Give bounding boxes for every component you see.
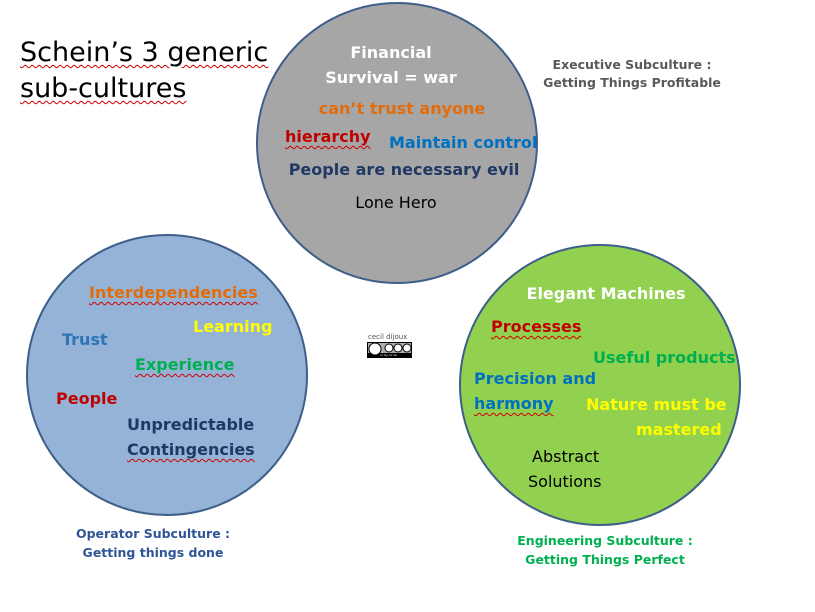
operator-item: Unpredictable — [127, 415, 255, 434]
executive-item: Lone Hero — [355, 193, 437, 212]
diagram-title-line-1: Schein’s 3 generic — [20, 37, 269, 68]
engineering-item: harmony — [474, 394, 554, 413]
executive-circle — [256, 2, 538, 284]
operator-item: Learning — [193, 317, 273, 336]
engineering-item: Precision and — [474, 369, 597, 388]
executive-item: People are necessary evil — [288, 160, 520, 179]
engineering-circle — [459, 244, 741, 526]
license-author: cecil dijoux — [368, 333, 408, 341]
diagram-title-line-2: sub-cultures — [20, 73, 187, 104]
engineering-item: Nature must be — [586, 395, 727, 414]
operator-item: Experience — [135, 355, 235, 374]
executive-heading-1: Financial — [350, 43, 432, 62]
executive-item: Maintain control — [389, 133, 538, 152]
engineering-caption-1: Engineering Subculture : — [517, 533, 693, 548]
license-badge: cc by nc sa — [380, 353, 397, 357]
engineering-item: Abstract — [532, 447, 600, 466]
operator-item: People — [56, 389, 118, 408]
executive-caption-2: Getting Things Profitable — [543, 75, 721, 90]
engineering-item: Solutions — [528, 472, 602, 491]
engineering-item: Processes — [491, 317, 582, 336]
operator-item: Trust — [62, 330, 108, 349]
executive-caption-1: Executive Subculture : — [552, 57, 712, 72]
operator-item: Contingencies — [127, 440, 255, 459]
engineering-heading: Elegant Machines — [526, 284, 686, 303]
operator-item: Interdependencies — [89, 283, 258, 302]
executive-item: can’t trust anyone — [318, 99, 486, 118]
operator-caption-1: Operator Subculture : — [75, 526, 231, 541]
operator-caption-2: Getting things done — [82, 545, 224, 560]
engineering-caption-2: Getting Things Perfect — [525, 552, 685, 567]
executive-item: hierarchy — [285, 127, 371, 146]
creative-commons-icon — [367, 342, 412, 358]
engineering-item: Useful products — [593, 348, 736, 367]
engineering-item: mastered — [636, 420, 722, 439]
executive-heading-2: Survival = war — [325, 68, 457, 87]
operator-circle — [26, 234, 308, 516]
